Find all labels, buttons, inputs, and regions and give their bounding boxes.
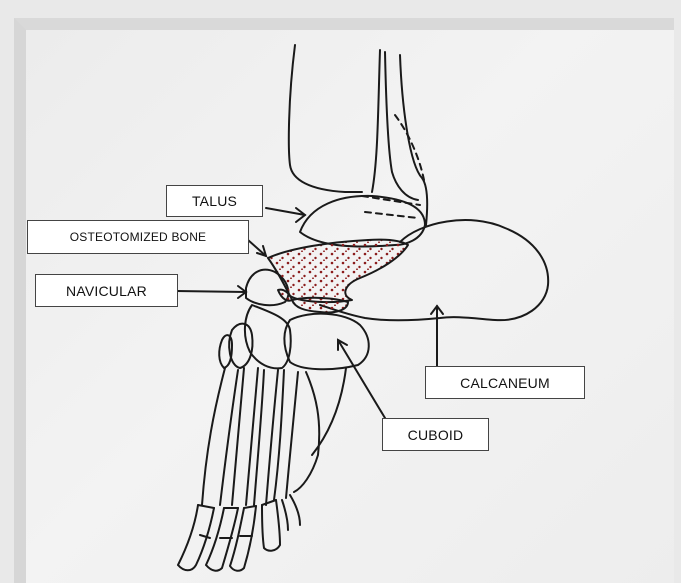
toe-joints xyxy=(198,500,276,538)
cuboid-outline xyxy=(284,314,368,370)
metatarsal-4 xyxy=(274,370,298,500)
phalanges-2 xyxy=(206,508,238,571)
osteotomized-bone-graft xyxy=(268,240,408,313)
tibia-front xyxy=(372,50,380,192)
cuboid-label: CUBOID xyxy=(382,418,489,451)
talus-label: TALUS xyxy=(166,185,263,217)
navicular-arrow xyxy=(176,291,246,292)
osteotomized-bone-label: OSTEOTOMIZED BONE xyxy=(27,220,249,254)
metatarsal-3 xyxy=(254,370,278,505)
metatarsal-1 xyxy=(202,368,238,505)
tibia-outline xyxy=(289,45,362,192)
hidden-line-3 xyxy=(365,212,418,218)
metatarsal-5 xyxy=(294,368,346,492)
navicular-label: NAVICULAR xyxy=(35,274,178,307)
calcaneum-label: CALCANEUM xyxy=(425,366,585,399)
talus-outline xyxy=(300,196,425,247)
phalanges-3 xyxy=(230,506,256,571)
phalanges-4 xyxy=(262,500,280,551)
phalanges-5 xyxy=(282,495,300,530)
